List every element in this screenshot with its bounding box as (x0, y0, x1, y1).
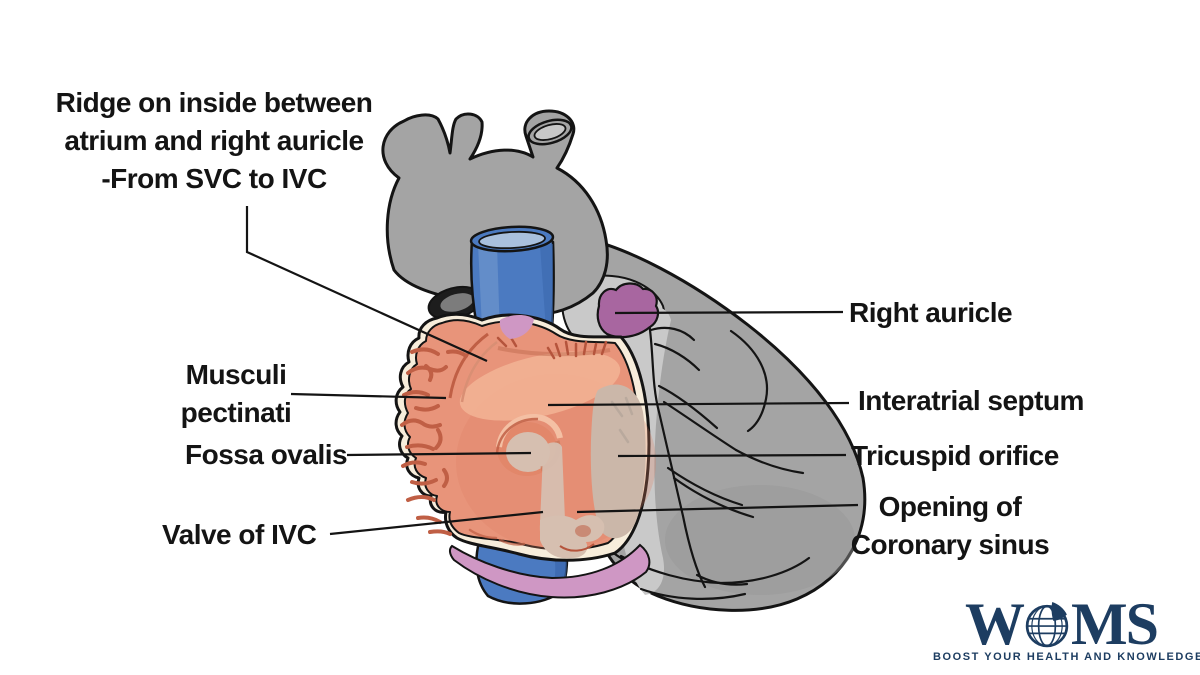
right-atrium-open (394, 312, 656, 562)
label-tricuspid-orifice: Tricuspid orifice (851, 440, 1059, 471)
globe-leaf (1051, 602, 1067, 621)
label-right-auricle: Right auricle (849, 297, 1013, 328)
logo-letters-ms: MS (1071, 591, 1159, 657)
leader-valve-ivc (329, 510, 544, 536)
logo-letter-w: W (965, 591, 1025, 657)
leader-interatrial (547, 401, 850, 407)
superior-vena-cava (469, 225, 555, 344)
arch-branch-opening (527, 118, 573, 146)
woms-logo: W MS BOOST YOUR HEALTH AND KNOWLEDGE (933, 591, 1200, 663)
label-fossa-ovalis: Fossa ovalis (185, 439, 348, 470)
crista-terminalis-ridge (448, 332, 489, 399)
leader-musculi (290, 392, 447, 400)
label-interatrial-septum: Interatrial septum (858, 385, 1084, 416)
leader-lines (245, 206, 859, 536)
pulmonary-artery-ring (427, 285, 483, 321)
leader-coronary (576, 503, 859, 514)
right-auricle-shape (596, 282, 660, 339)
body-shading (665, 485, 855, 595)
leader-right-auricle (614, 310, 844, 315)
globe-icon (1025, 602, 1069, 648)
leader-fossa (346, 451, 532, 457)
svc-cut-streak (499, 314, 534, 339)
woms-logo-word: W MS (933, 591, 1189, 657)
label-coronary-sinus: Opening of Coronary sinus (850, 491, 1050, 560)
label-musculi-pectinati: Musculi pectinati (180, 359, 292, 428)
leader-tricuspid (617, 453, 847, 458)
logo-tagline: BOOST YOUR HEALTH AND KNOWLEDGE (933, 651, 1200, 663)
leader-ridge (245, 206, 488, 363)
bottom-cut-edge (448, 543, 651, 599)
musculi-pectinati-ridges (400, 347, 468, 536)
tricuspid-orifice-area (590, 384, 646, 539)
coronary-sinus-opening-shape (540, 515, 605, 559)
label-valve-of-ivc: Valve of IVC (162, 519, 317, 550)
label-ridge: Ridge on inside between atrium and right… (55, 87, 373, 194)
